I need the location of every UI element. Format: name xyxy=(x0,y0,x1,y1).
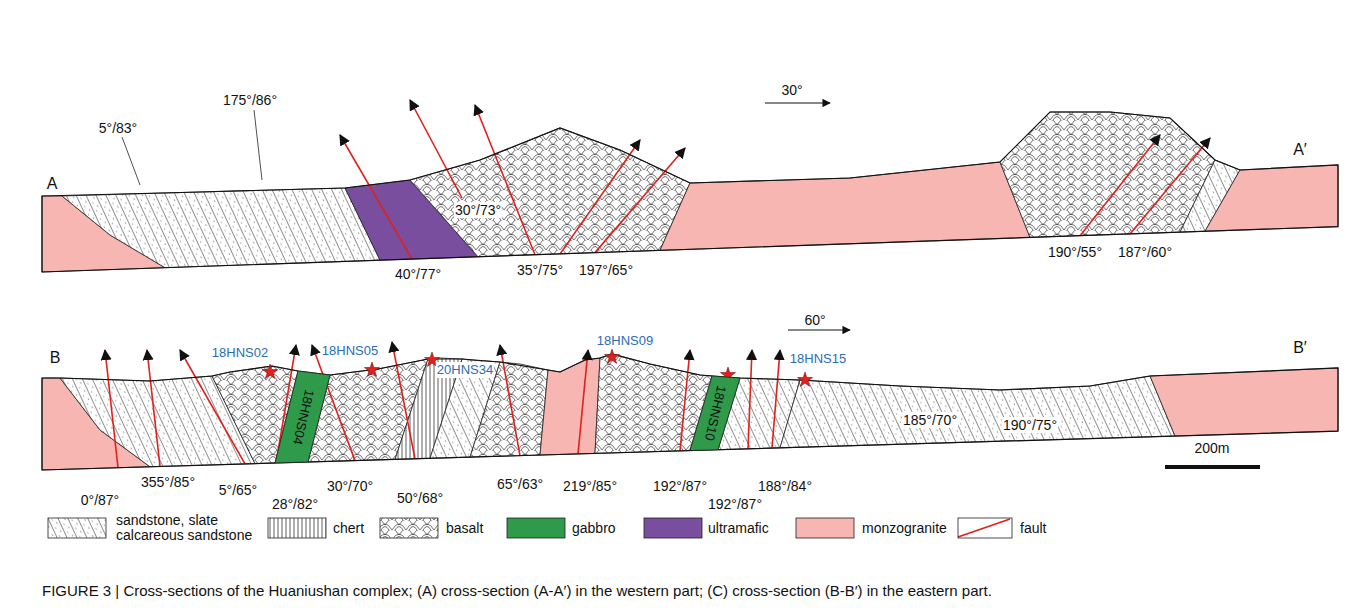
map-label: 175°/86° xyxy=(222,92,278,108)
monzogranite-body xyxy=(1205,165,1338,231)
map-label: 188°/84° xyxy=(757,478,813,494)
sandstone-body xyxy=(780,376,1175,448)
map-label: 200m xyxy=(1193,440,1230,456)
legend-text: fault xyxy=(1020,521,1046,536)
legend-swatch xyxy=(48,518,106,538)
basalt-body xyxy=(410,128,690,257)
legend-swatch xyxy=(507,518,565,538)
sample-number: 18HNS09 xyxy=(596,333,654,349)
scale-bar xyxy=(1165,465,1260,469)
map-label: B xyxy=(49,350,62,366)
basalt-body xyxy=(1000,112,1215,237)
section-outline xyxy=(42,354,1338,470)
sample-star xyxy=(604,349,619,363)
legend-swatch xyxy=(268,518,326,538)
gabbro-fill xyxy=(690,376,740,451)
sample-star xyxy=(797,372,812,386)
map-label: 190°/75° xyxy=(1002,417,1058,433)
legend-swatch xyxy=(644,518,702,538)
fault-line xyxy=(595,148,685,253)
map-label: A′ xyxy=(1292,142,1308,158)
legend-text: chert xyxy=(333,521,364,536)
sandstone-body xyxy=(62,188,380,268)
map-label: 50°/68° xyxy=(396,490,444,506)
map-label: 355°/85° xyxy=(140,474,196,490)
map-label: 5°/83° xyxy=(98,120,138,136)
map-label: 30° xyxy=(780,82,803,98)
legend-swatch xyxy=(380,518,438,538)
fault-line xyxy=(748,350,752,449)
legend-text: gabbro xyxy=(572,521,616,536)
legend-fault-sample xyxy=(958,519,1010,537)
direction-arrow xyxy=(788,329,850,330)
map-label: 30°/73° xyxy=(454,202,502,218)
direction-arrow xyxy=(765,102,830,103)
fault-line xyxy=(1130,138,1210,234)
sample-star xyxy=(262,364,277,378)
map-label: 187°/60° xyxy=(1117,244,1173,260)
fault-line xyxy=(147,350,160,466)
fault-line xyxy=(578,350,588,454)
map-label: 28°/82° xyxy=(271,496,319,512)
fault-line xyxy=(500,345,520,456)
monzogranite-body xyxy=(1150,368,1338,436)
legend-text: basalt xyxy=(446,521,483,536)
sample-star xyxy=(364,362,379,376)
map-label: A xyxy=(46,176,59,192)
map-label: B′ xyxy=(1292,340,1308,356)
sample-number: 20HNS34 xyxy=(436,362,494,378)
fault-line xyxy=(392,342,415,459)
map-label: 185°/70° xyxy=(902,412,958,428)
leader-line xyxy=(122,137,140,185)
legend-text: ultramafic xyxy=(708,521,769,536)
fault-line xyxy=(180,350,245,464)
gabbro-body: 18HNS04 xyxy=(275,371,330,463)
map-label: 40°/77° xyxy=(394,266,442,282)
figure-caption: FIGURE 3 | Cross-sections of the Huanius… xyxy=(42,582,1322,600)
map-label: 219°/85° xyxy=(562,478,618,494)
sample-number: 18HNS05 xyxy=(321,343,379,359)
map-label: 197°/65° xyxy=(578,262,634,278)
sample-number: 18HNS02 xyxy=(211,345,269,361)
legend-text: monzogranite xyxy=(862,521,947,536)
section-outline xyxy=(42,112,1338,272)
map-label: 190°/55° xyxy=(1047,244,1103,260)
map-label: 30°/70° xyxy=(326,478,374,494)
map-label: 60° xyxy=(803,312,826,328)
fault-line xyxy=(340,135,412,259)
map-label: 0°/87° xyxy=(80,492,120,508)
map-label: 5°/65° xyxy=(218,482,258,498)
legend-box xyxy=(958,518,1012,538)
gabbro-body: 18HNS10 xyxy=(690,376,740,451)
fault-line xyxy=(105,350,118,468)
legend-text: sandstone, slate calcareous sandstone xyxy=(116,513,266,543)
map-label: 192°/87° xyxy=(652,478,708,494)
leader-line xyxy=(254,110,262,180)
fault-line xyxy=(680,350,690,451)
fault-line xyxy=(410,100,462,198)
monzogranite-body xyxy=(540,358,600,455)
map-label: 192°/87° xyxy=(707,496,763,512)
map-label: 35°/75° xyxy=(516,262,564,278)
map-label: 65°/63° xyxy=(496,476,544,492)
fault-line xyxy=(1080,135,1160,236)
monzogranite-body xyxy=(660,162,1030,250)
fault-line xyxy=(560,140,640,254)
fault-line xyxy=(772,350,780,448)
legend-swatch xyxy=(796,518,854,538)
sample-number: 18HNS15 xyxy=(789,351,847,367)
fault-line xyxy=(475,105,535,255)
gabbro-fill xyxy=(275,371,330,463)
